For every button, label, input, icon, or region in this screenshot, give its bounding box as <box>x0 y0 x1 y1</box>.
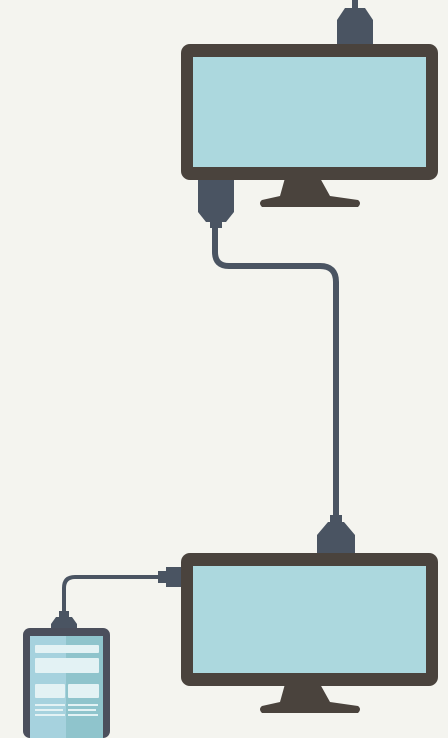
smartphone <box>23 628 110 738</box>
